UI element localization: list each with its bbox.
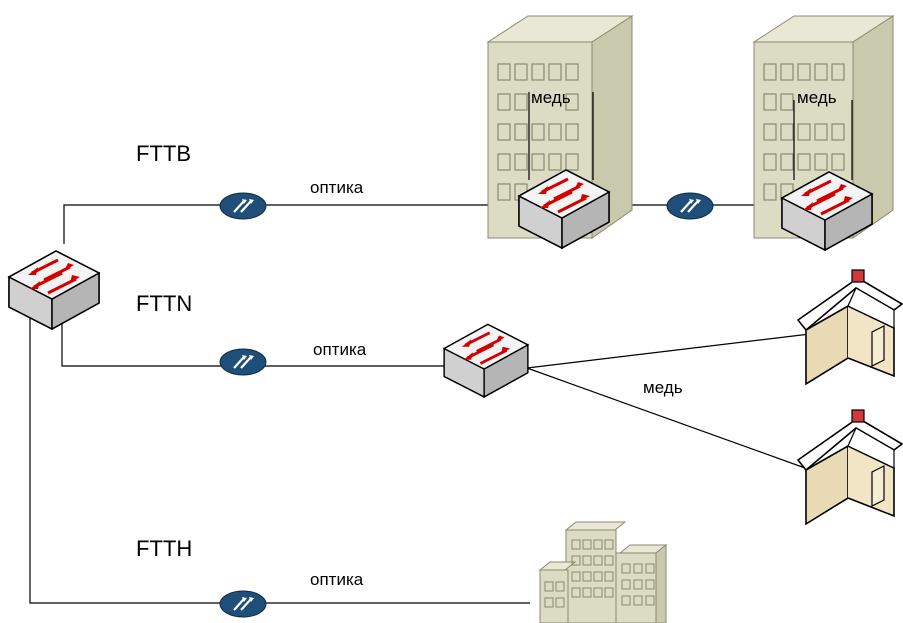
fttn-fiber-line (61, 318, 446, 367)
building-1-copper-label: медь (531, 88, 571, 107)
houses-copper-label: медь (643, 378, 683, 397)
house-icon (797, 269, 903, 385)
copper-lines (526, 333, 811, 469)
ftth-fiber-line (29, 318, 530, 604)
media-converter-icon (218, 347, 268, 377)
fttb-label: FTTB (136, 141, 191, 166)
copper-line-house-2 (526, 367, 806, 469)
switch-icon (7, 249, 101, 331)
ftth-label: FTTH (136, 536, 192, 561)
fttb-fiber-line (63, 204, 522, 244)
apartment-block-icon (538, 521, 668, 623)
fiber-lines (29, 204, 782, 604)
fttn-optics-label: оптика (313, 340, 367, 359)
house-icon (797, 409, 903, 525)
media-converter-icon (218, 589, 268, 619)
fttn-label: FTTN (136, 291, 192, 316)
ftth-optics-label: оптика (310, 570, 364, 589)
fttb-optics-label: оптика (310, 178, 364, 197)
media-converter-icon (665, 191, 715, 221)
copper-line-house-1 (526, 333, 811, 369)
switch-icon (442, 322, 530, 399)
building-2-copper-label: медь (797, 88, 837, 107)
media-converter-icon (218, 191, 268, 221)
